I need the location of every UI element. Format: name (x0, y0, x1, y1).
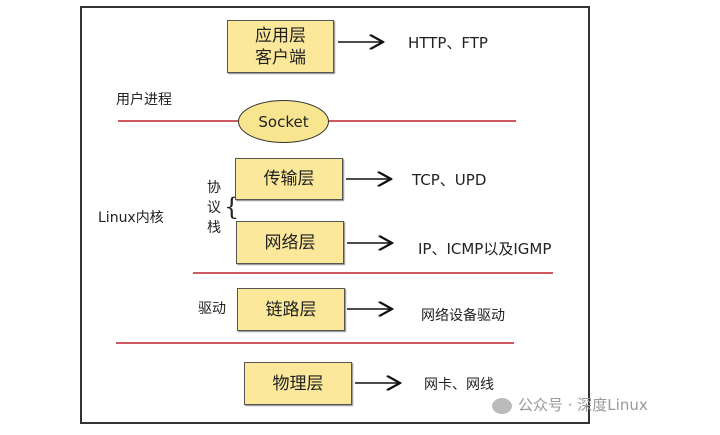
watermark-text: 公众号 · 深度Linux (518, 396, 648, 414)
application-layer-box: 应用层客户端 (227, 20, 334, 73)
network-protocols: IP、ICMP以及IGMP (418, 240, 552, 258)
user-process-label: 用户进程 (116, 92, 172, 108)
application-layer-label: 应用层 (255, 25, 306, 46)
transport-protocols: TCP、UPD (412, 171, 487, 189)
driver-label: 驱动 (198, 301, 226, 317)
transport-layer-label: 传输层 (263, 169, 315, 189)
physical-layer-label: 物理层 (272, 373, 324, 394)
physical-protocols: 网卡、网线 (424, 377, 494, 393)
socket-label: Socket (258, 112, 309, 131)
protocol-stack-char: 栈 (207, 220, 221, 236)
diagram-frame (80, 6, 590, 424)
protocol-stack-char: 议 (207, 200, 221, 216)
network-layer-box: 网络层 (236, 221, 344, 264)
brace: { (224, 193, 240, 221)
protocol-stack-char: 协 (207, 180, 221, 196)
link-layer-box: 链路层 (237, 288, 345, 331)
transport-layer-box: 传输层 (235, 158, 343, 200)
linux-kernel-label: Linux内核 (98, 210, 164, 226)
client-label: 客户端 (255, 47, 306, 68)
link-protocols: 网络设备驱动 (421, 308, 505, 324)
watermark: 公众号 · 深度Linux (492, 394, 648, 415)
link-layer-label: 链路层 (265, 299, 317, 320)
application-protocols: HTTP、FTP (408, 34, 488, 52)
network-layer-label: 网络层 (264, 232, 316, 253)
wechat-icon (492, 397, 512, 414)
protocol-stack-label: 协 议 栈 (207, 178, 221, 238)
physical-layer-box: 物理层 (244, 362, 352, 405)
socket-ellipse: Socket (238, 100, 329, 143)
